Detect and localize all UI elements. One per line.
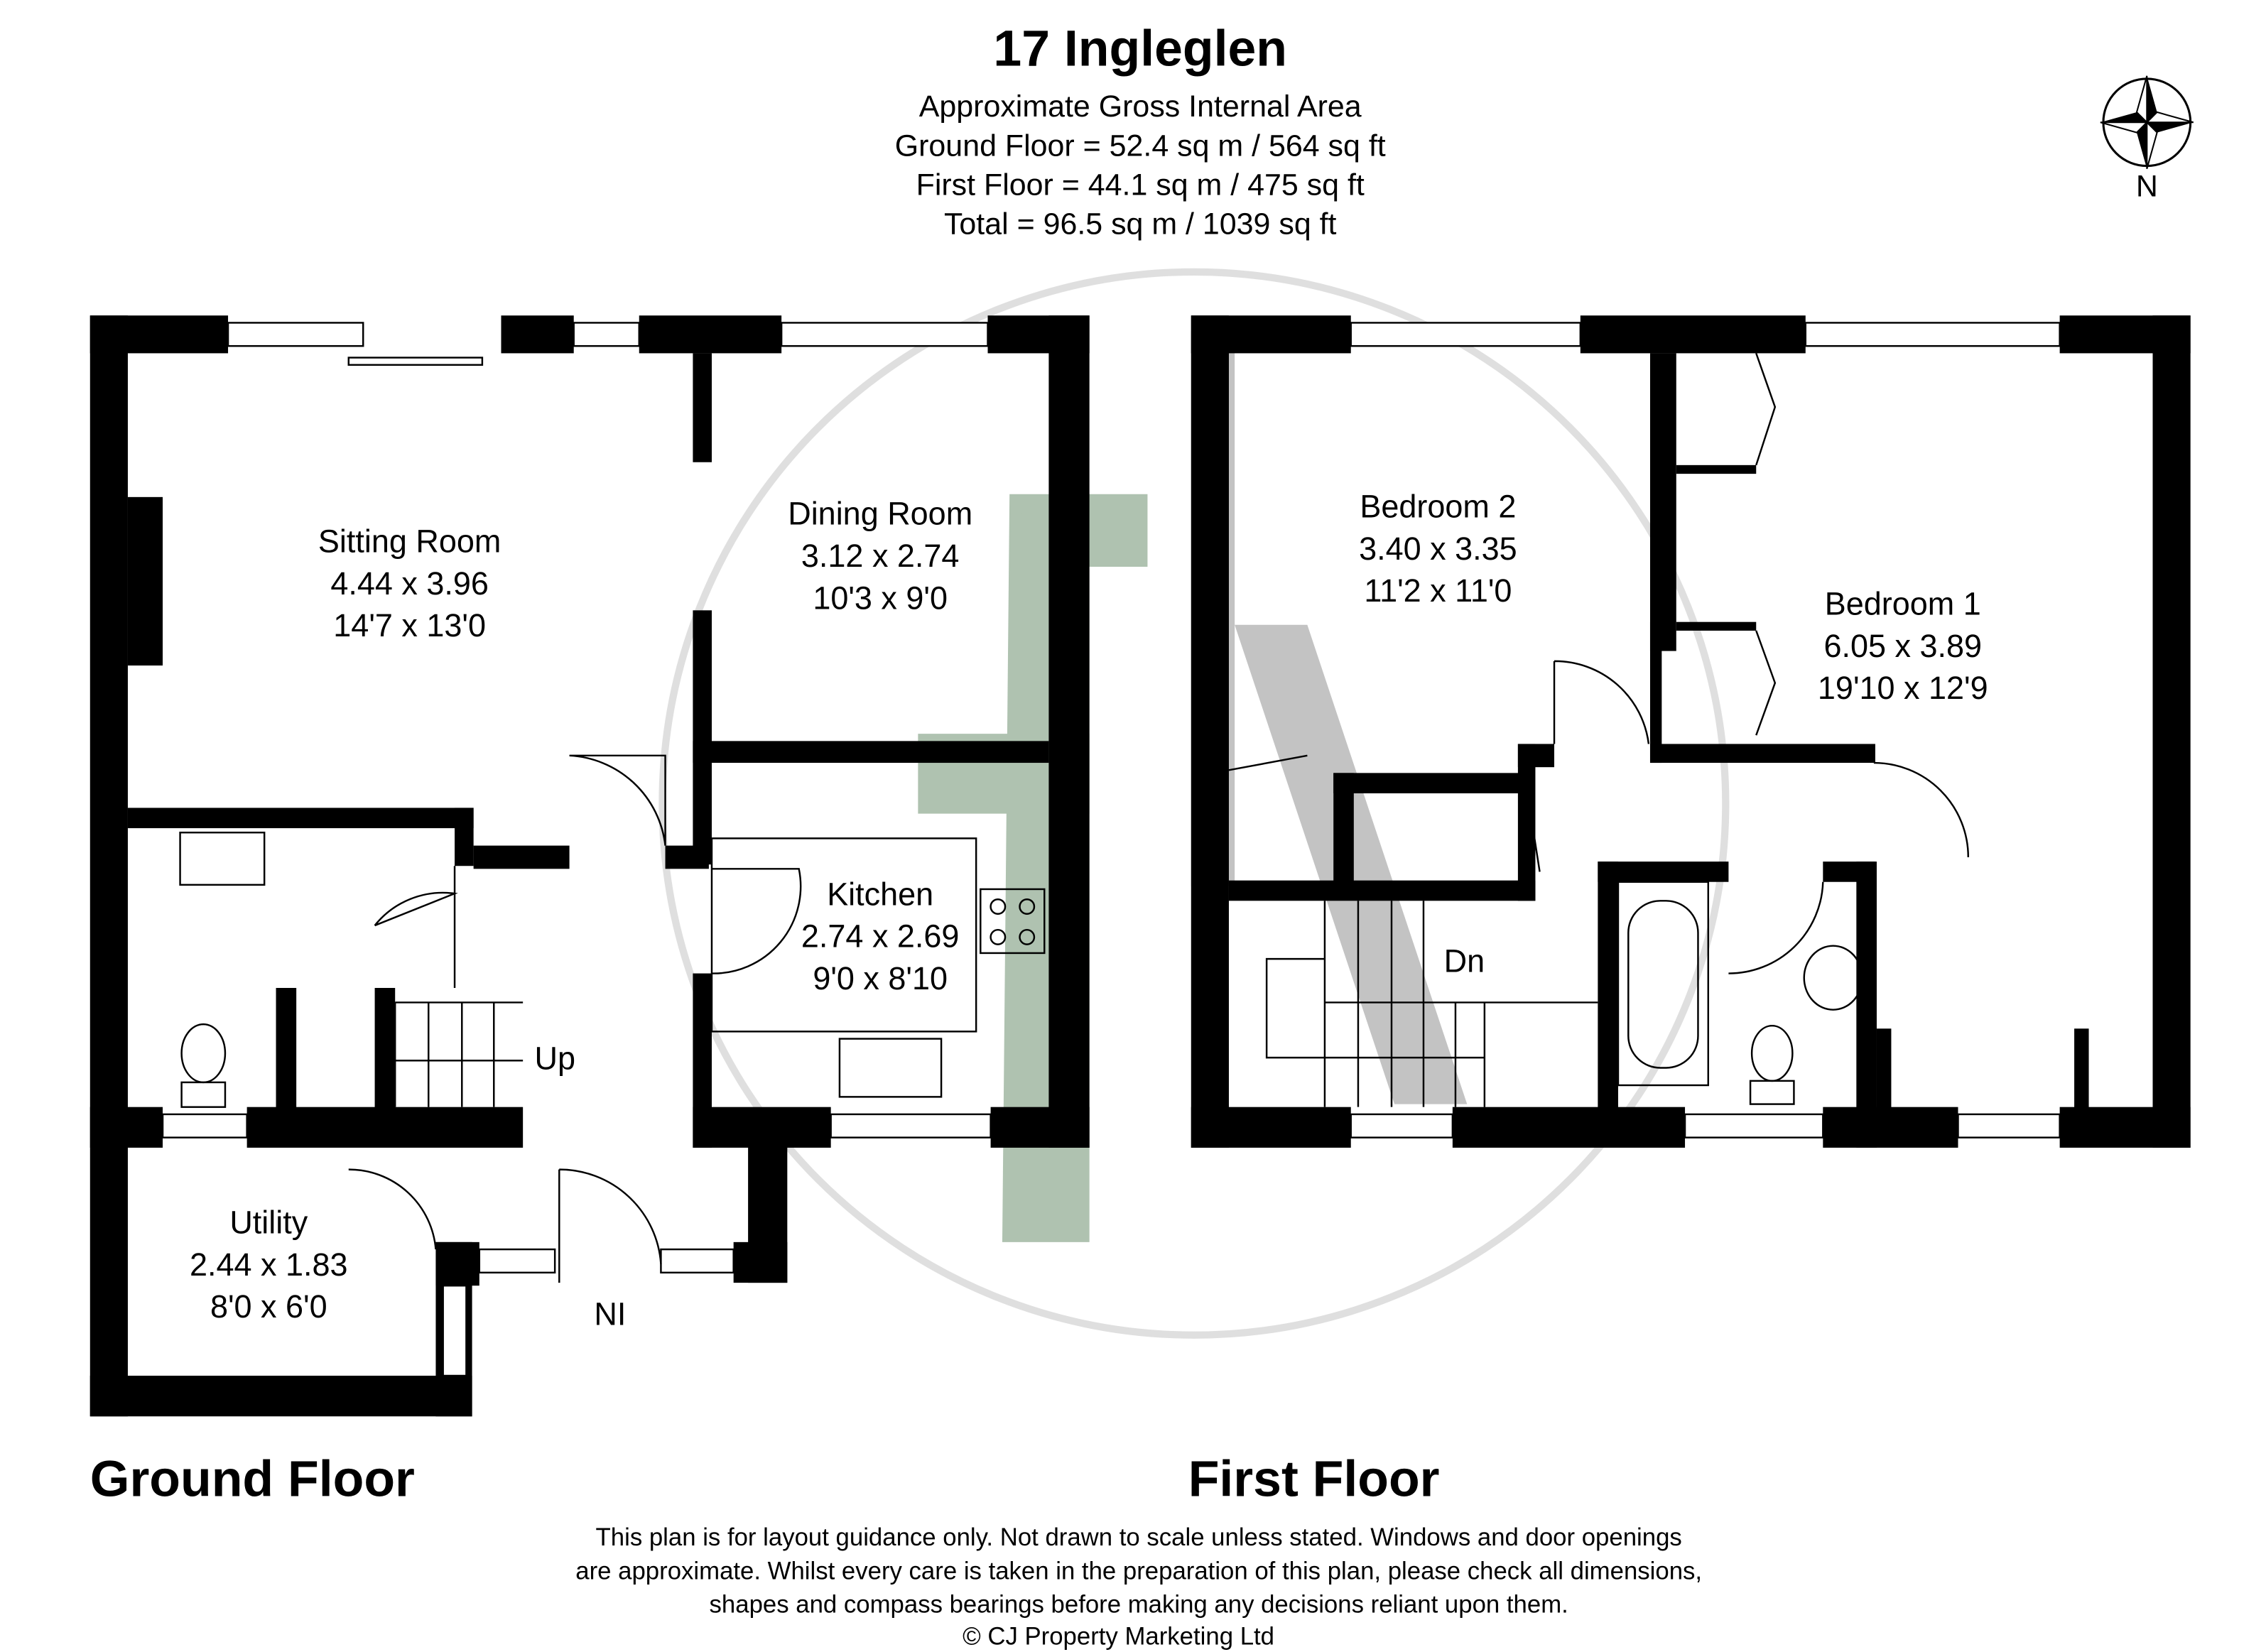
plan-title: 17 Ingleglen xyxy=(993,21,1287,77)
entrance-label: NI xyxy=(594,1295,626,1332)
room-size-metric: 4.44 x 3.96 xyxy=(330,565,489,602)
room-size-imperial: 10'3 x 9'0 xyxy=(813,580,948,616)
stairs-label: Up xyxy=(535,1040,576,1077)
compass-label: N xyxy=(2136,170,2158,204)
room-size-imperial: 8'0 x 6'0 xyxy=(210,1288,327,1325)
total-area: Total = 96.5 sq m / 1039 sq ft xyxy=(944,207,1337,241)
room-size-metric: 3.12 x 2.74 xyxy=(801,538,960,574)
room-name: Bedroom 1 xyxy=(1825,585,1981,621)
disclaimer-line: are approximate. Whilst every care is ta… xyxy=(575,1558,1702,1585)
stairs-label: Dn xyxy=(1444,943,1485,979)
compass-icon xyxy=(2100,75,2194,169)
room-size-imperial: 9'0 x 8'10 xyxy=(813,960,948,996)
floor-label: Ground Floor xyxy=(90,1451,415,1508)
room-size-imperial: 14'7 x 13'0 xyxy=(333,607,486,643)
ground-floor-walls xyxy=(90,315,1090,1417)
room-size-metric: 2.44 x 1.83 xyxy=(190,1246,348,1283)
room-name: Dining Room xyxy=(788,496,972,532)
room-size-imperial: 11'2 x 11'0 xyxy=(1364,572,1512,609)
disclaimer-line: This plan is for layout guidance only. N… xyxy=(596,1524,1682,1551)
room-size-metric: 2.74 x 2.69 xyxy=(801,918,960,955)
area-heading: Approximate Gross Internal Area xyxy=(919,89,1362,124)
room-name: Sitting Room xyxy=(318,523,501,560)
first-floor-walls xyxy=(1191,315,2191,1148)
room-name: Utility xyxy=(229,1205,308,1241)
room-name: Kitchen xyxy=(827,876,933,912)
first-floor-labels: Bedroom 2 3.40 x 3.35 11'2 x 11'0 Bedroo… xyxy=(1188,488,1988,1507)
floor-label: First Floor xyxy=(1188,1451,1440,1508)
disclaimer-line: shapes and compass bearings before makin… xyxy=(710,1591,1568,1618)
room-size-metric: 6.05 x 3.89 xyxy=(1824,628,1983,664)
ground-floor-area: Ground Floor = 52.4 sq m / 564 sq ft xyxy=(895,129,1386,163)
first-floor-area: First Floor = 44.1 sq m / 475 sq ft xyxy=(916,168,1365,202)
room-size-metric: 3.40 x 3.35 xyxy=(1359,531,1517,567)
room-name: Bedroom 2 xyxy=(1360,488,1516,524)
room-size-imperial: 19'10 x 12'9 xyxy=(1818,670,1988,706)
ground-floor-labels: Sitting Room 4.44 x 3.96 14'7 x 13'0 Din… xyxy=(90,496,972,1508)
copyright: © CJ Property Marketing Ltd xyxy=(963,1623,1274,1650)
